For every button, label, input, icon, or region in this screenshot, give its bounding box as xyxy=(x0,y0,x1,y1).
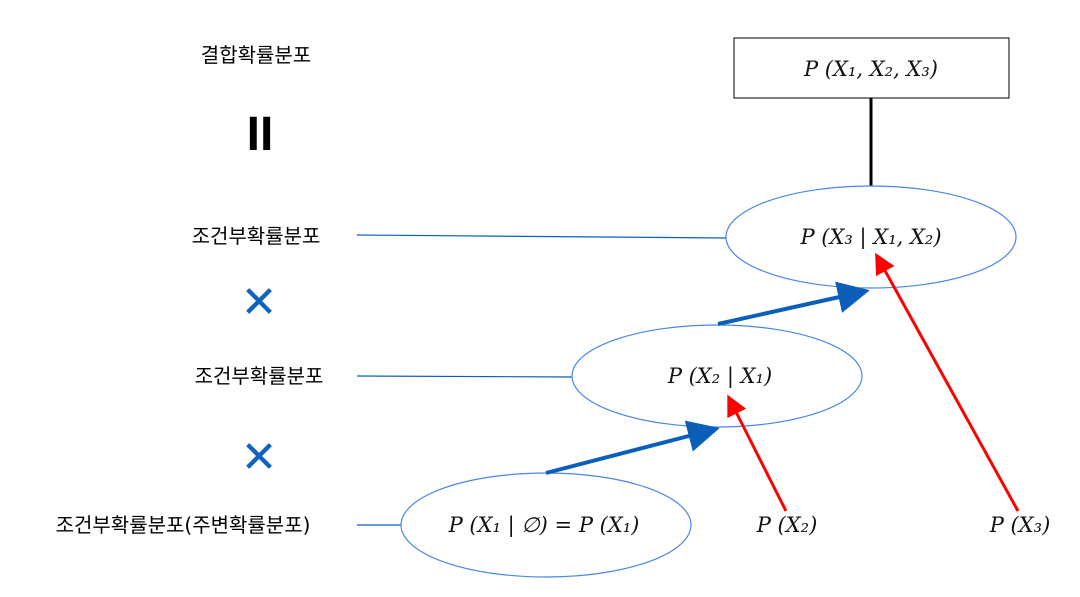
formula-px3: P (X₃) xyxy=(989,513,1051,537)
red-arrow-x3 xyxy=(875,252,1020,512)
conditional-marginal-distribution-label: 조건부확률분포(주변확률분포) xyxy=(56,513,311,537)
red-arrow-x2 xyxy=(727,394,788,512)
conditional-distribution-label-1: 조건부확률분포 xyxy=(192,224,321,248)
ellipse-x3-given xyxy=(725,185,1017,289)
multiply-icon-1: ✕ xyxy=(241,277,278,328)
connector-line-2 xyxy=(356,375,573,378)
formula-x1-given: P (X₁ | ∅) = P (X₁) xyxy=(448,513,640,538)
blue-arrow-2 xyxy=(717,281,870,326)
formula-x2-given: P (X₂ | X₁) xyxy=(667,364,772,389)
multiply-icon-2: ✕ xyxy=(241,432,278,483)
formula-px2: P (X₂) xyxy=(756,513,818,537)
equals-sign: II xyxy=(247,108,274,161)
conditional-distribution-label-2: 조건부확률분포 xyxy=(195,364,324,388)
joint-formula: P (X₁, X₂, X₃) xyxy=(803,57,938,81)
formula-x3-given: P (X₃ | X₁, X₂) xyxy=(799,225,941,250)
joint-distribution-label: 결합확률분포 xyxy=(201,43,311,67)
blue-arrow-1 xyxy=(545,420,720,475)
connector-line-1 xyxy=(356,234,727,239)
